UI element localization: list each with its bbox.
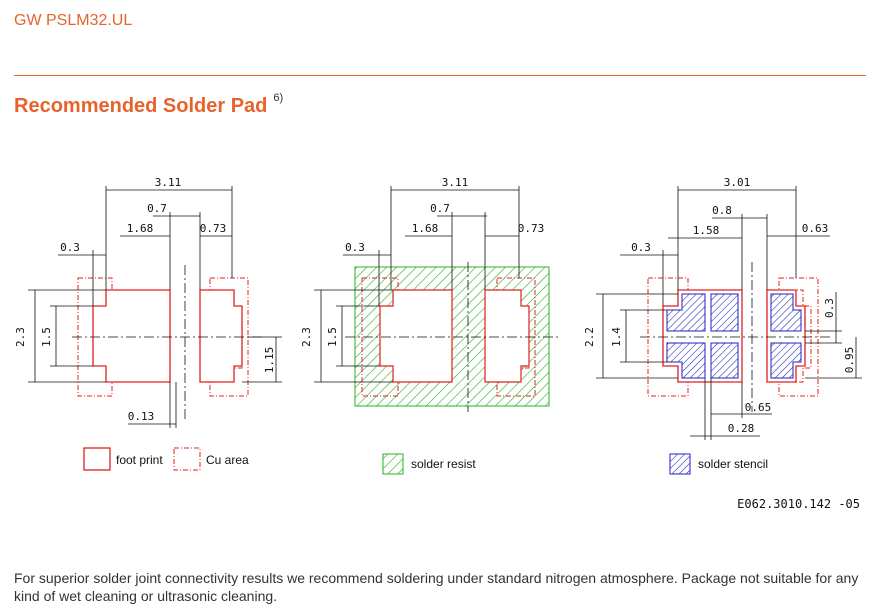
st-dim-height: 2.2 bbox=[583, 327, 596, 347]
legend-cu-area-label: Cu area bbox=[206, 453, 249, 467]
legend-cu-area: Cu area bbox=[173, 447, 249, 471]
document-title: GW PSLM32.UL bbox=[14, 12, 133, 29]
fp-dim-pad: 1.68 bbox=[127, 222, 154, 235]
fp-dim-width: 3.11 bbox=[155, 176, 182, 189]
st-dim-web: 0.28 bbox=[728, 422, 755, 435]
solder-pad-drawing: 3.11 0.7 1.68 0.73 0.3 2.3 1.5 1.15 0.13 bbox=[14, 176, 862, 511]
sr-dim-pad: 1.68 bbox=[412, 222, 439, 235]
st-dim-offset: 0.3 bbox=[631, 241, 651, 254]
legend-solder-stencil: solder stencil bbox=[669, 453, 768, 475]
st-dim-pad: 1.58 bbox=[693, 224, 720, 237]
section-title: Recommended Solder Pad 6) bbox=[14, 92, 284, 118]
legend-foot-print-label: foot print bbox=[116, 453, 163, 467]
fp-dim-offset: 0.3 bbox=[60, 241, 80, 254]
header-divider bbox=[14, 75, 866, 76]
legend-solder-resist: solder resist bbox=[382, 453, 476, 475]
solder-stencil-view: 3.01 0.8 1.58 0.63 0.3 2.2 1.4 0.3 0.95 … bbox=[583, 176, 862, 440]
fp-dim-spacing: 0.13 bbox=[128, 410, 155, 423]
legend-solder-resist-label: solder resist bbox=[411, 457, 476, 471]
solder-resist-view: 3.11 0.7 1.68 0.73 0.3 2.3 1.5 bbox=[300, 176, 560, 412]
st-dim-pad2: 0.63 bbox=[802, 222, 829, 235]
sr-dim-gap: 0.7 bbox=[430, 202, 450, 215]
fp-dim-pad2: 0.73 bbox=[200, 222, 227, 235]
fp-dim-gap: 0.7 bbox=[147, 202, 167, 215]
sr-dim-pad2: 0.73 bbox=[518, 222, 545, 235]
fp-dim-height: 2.3 bbox=[14, 327, 27, 347]
sr-dim-offset: 0.3 bbox=[345, 241, 365, 254]
footnote-reference: 6) bbox=[273, 92, 284, 105]
sr-dim-height: 2.3 bbox=[300, 327, 313, 347]
sr-dim-inner-height: 1.5 bbox=[326, 327, 339, 347]
st-dim-right-top: 0.3 bbox=[823, 298, 836, 318]
footnote-text: For superior solder joint connectivity r… bbox=[14, 570, 859, 604]
st-dim-width: 3.01 bbox=[724, 176, 751, 189]
drawing-code: E062.3010.142 -05 bbox=[737, 497, 860, 511]
legend-solder-stencil-label: solder stencil bbox=[698, 457, 768, 471]
st-dim-inner-height: 1.4 bbox=[610, 327, 623, 347]
fp-dim-inner-height: 1.5 bbox=[40, 327, 53, 347]
st-dim-slot: 0.65 bbox=[745, 401, 772, 414]
sr-dim-width: 3.11 bbox=[442, 176, 469, 189]
footprint-view: 3.11 0.7 1.68 0.73 0.3 2.3 1.5 1.15 0.13 bbox=[14, 176, 282, 428]
section-title-text: Recommended Solder Pad bbox=[14, 95, 268, 117]
legend-foot-print: foot print bbox=[83, 447, 163, 471]
st-dim-right-height: 0.95 bbox=[843, 347, 856, 374]
st-dim-gap: 0.8 bbox=[712, 204, 732, 217]
fp-dim-pad2-height: 1.15 bbox=[263, 347, 276, 374]
